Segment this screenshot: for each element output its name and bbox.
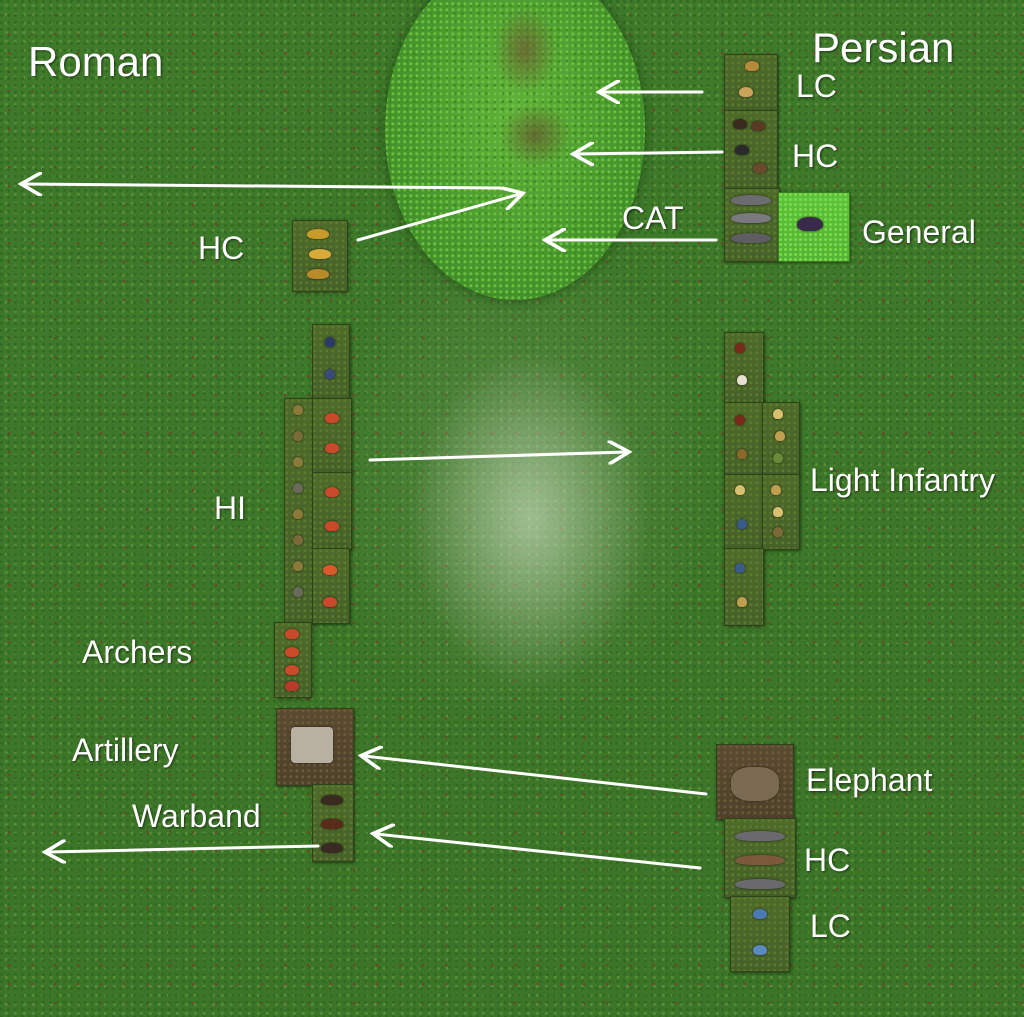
label-persian-light-infantry: Light Infantry — [810, 462, 995, 498]
persian-elephant-base — [716, 744, 794, 820]
roman-archers-base — [274, 622, 312, 698]
arrow-persian-hc-bottom — [376, 834, 702, 870]
arrow-roman-flank-left — [24, 184, 502, 188]
persian-general-base — [778, 192, 850, 262]
arrow-persian-hc — [576, 152, 724, 154]
roman-hi-base — [312, 398, 352, 474]
label-persian-general: General — [862, 214, 976, 250]
arrow-persian-elephant — [364, 756, 708, 796]
persian-hc-bottom-base — [724, 818, 796, 898]
persian-light-infantry-base — [724, 548, 764, 626]
persian-light-infantry-base — [762, 474, 800, 550]
label-persian-lc-bottom: LC — [810, 908, 851, 944]
label-roman-warband: Warband — [132, 798, 261, 834]
roman-artillery-base — [276, 708, 354, 786]
arrow-roman-hc-hill — [356, 194, 520, 242]
roman-hi-base — [312, 472, 352, 550]
persian-cat-base — [724, 188, 780, 262]
roman-hc-base — [292, 220, 348, 292]
arrow-roman-hi-advance — [368, 452, 626, 460]
persian-lc-base — [724, 54, 778, 112]
label-persian-elephant: Elephant — [806, 762, 933, 798]
label-roman-archers: Archers — [82, 634, 193, 670]
label-roman-artillery: Artillery — [72, 732, 179, 768]
roman-warband-base — [312, 784, 354, 862]
roman-hi-base — [312, 548, 350, 624]
arrow-roman-warband-left — [48, 846, 320, 852]
roman-side-title: Roman — [28, 38, 164, 85]
roman-hi-base — [312, 324, 350, 400]
persian-lc-bottom-base — [730, 896, 790, 972]
label-roman-hc: HC — [198, 230, 245, 266]
hill-terrain — [385, 0, 645, 300]
label-persian-hc-bottom: HC — [804, 842, 851, 878]
persian-light-infantry-base — [724, 474, 764, 550]
label-persian-hc-top: HC — [792, 138, 839, 174]
label-persian-cat: CAT — [622, 200, 684, 236]
label-persian-lc-top: LC — [796, 68, 837, 104]
persian-side-title: Persian — [812, 24, 955, 71]
label-roman-hi: HI — [214, 490, 246, 526]
persian-hc-top-base — [724, 110, 778, 190]
